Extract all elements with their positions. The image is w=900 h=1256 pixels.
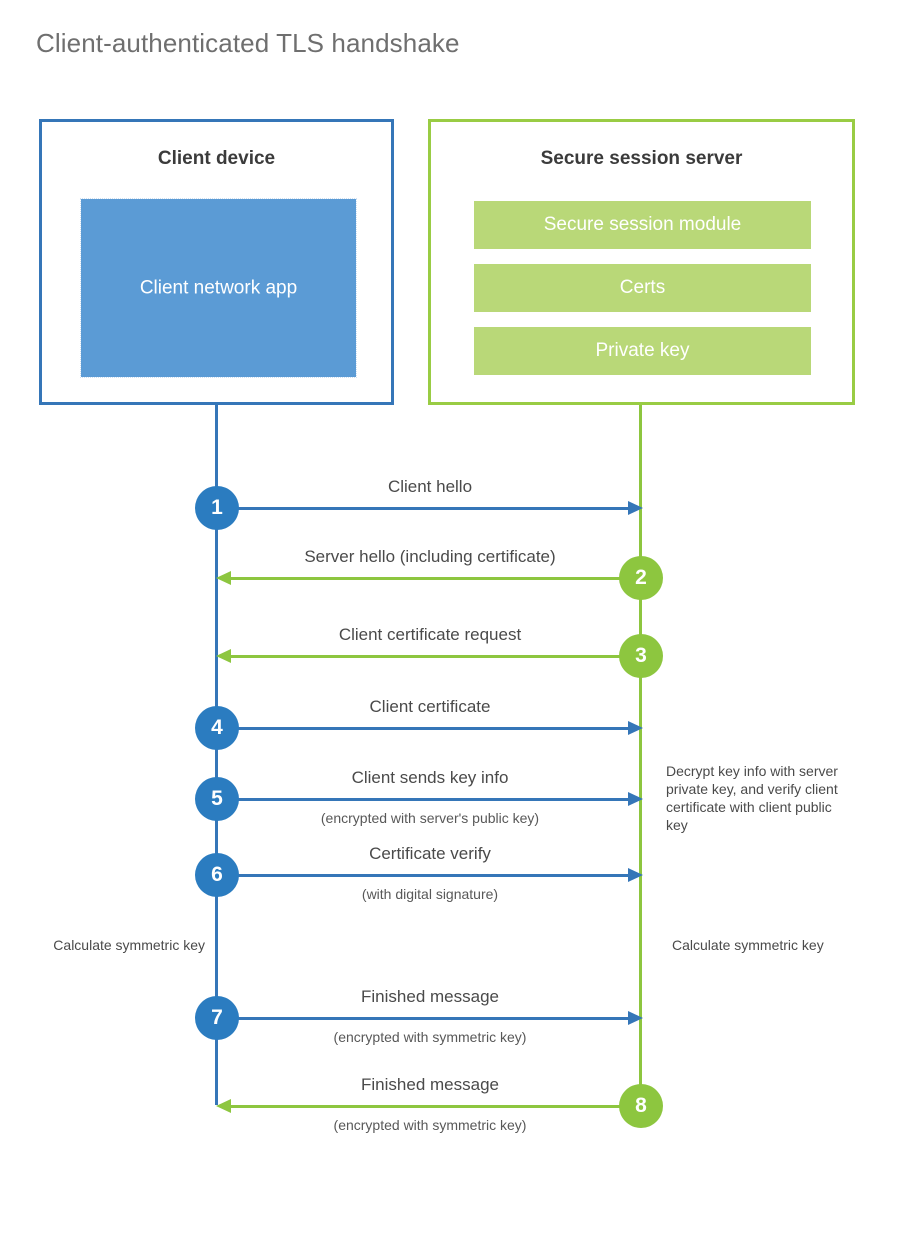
step-badge-8: 8 bbox=[619, 1084, 663, 1128]
message-arrow-head-icon bbox=[628, 721, 643, 735]
secure-session-server-box: Secure session server Secure session mod… bbox=[428, 119, 855, 405]
step-badge-7: 7 bbox=[195, 996, 239, 1040]
message-arrow-line bbox=[230, 1105, 642, 1108]
message-label: Client certificate bbox=[369, 697, 491, 716]
message-sublabel: (encrypted with symmetric key) bbox=[333, 1117, 527, 1133]
server-component-label: Secure session module bbox=[543, 214, 742, 235]
client-device-title: Client device bbox=[157, 148, 276, 169]
message-label: Server hello (including certificate) bbox=[304, 547, 556, 566]
message-sublabel: (encrypted with server's public key) bbox=[320, 810, 540, 826]
client-network-app-block: Client network app bbox=[80, 198, 357, 378]
message-label: Client sends key info bbox=[351, 768, 509, 787]
message-label: Certificate verify bbox=[369, 844, 491, 863]
server-decrypt-note: Decrypt key info with server private key… bbox=[666, 763, 838, 833]
step-badge-3: 3 bbox=[619, 634, 663, 678]
server-calculate-symmetric-key-note: Calculate symmetric key bbox=[672, 937, 824, 953]
message-arrow-line bbox=[217, 727, 634, 730]
message-arrow-line bbox=[230, 655, 642, 658]
message-arrow-line bbox=[217, 1017, 634, 1020]
step-badge-1: 1 bbox=[195, 486, 239, 530]
message-arrow-line bbox=[230, 577, 642, 580]
step-badge-4: 4 bbox=[195, 706, 239, 750]
secure-session-server-title: Secure session server bbox=[540, 148, 743, 169]
message-label: Finished message bbox=[361, 987, 499, 1006]
message-sublabel: (encrypted with symmetric key) bbox=[333, 1029, 527, 1045]
message-arrow-line bbox=[217, 798, 634, 801]
server-component-certs: Certs bbox=[474, 264, 811, 312]
message-label: Finished message bbox=[361, 1075, 499, 1094]
message-arrow-head-icon bbox=[628, 501, 643, 515]
server-component-label: Private key bbox=[595, 340, 690, 361]
client-device-box: Client device Client network app bbox=[39, 119, 394, 405]
client-calculate-symmetric-key-note: Calculate symmetric key bbox=[53, 937, 205, 953]
message-arrow-head-icon bbox=[628, 1011, 643, 1025]
page-title: Client-authenticated TLS handshake bbox=[36, 28, 460, 58]
server-component-private-key: Private key bbox=[474, 327, 811, 375]
step-badge-6: 6 bbox=[195, 853, 239, 897]
client-lifeline bbox=[215, 405, 218, 1105]
server-lifeline bbox=[639, 405, 642, 1105]
server-component-secure-session-module: Secure session module bbox=[474, 201, 811, 249]
message-arrow-head-icon bbox=[216, 649, 231, 663]
message-label: Client hello bbox=[387, 477, 473, 496]
client-network-app-label: Client network app bbox=[139, 277, 298, 299]
message-arrow-head-icon bbox=[628, 868, 643, 882]
message-sublabel: (with digital signature) bbox=[361, 886, 499, 902]
server-component-label: Certs bbox=[619, 277, 666, 298]
message-arrow-line bbox=[217, 874, 634, 877]
message-arrow-head-icon bbox=[628, 792, 643, 806]
step-badge-2: 2 bbox=[619, 556, 663, 600]
step-badge-5: 5 bbox=[195, 777, 239, 821]
message-arrow-head-icon bbox=[216, 571, 231, 585]
message-arrow-line bbox=[217, 507, 634, 510]
message-label: Client certificate request bbox=[338, 625, 522, 644]
message-arrow-head-icon bbox=[216, 1099, 231, 1113]
